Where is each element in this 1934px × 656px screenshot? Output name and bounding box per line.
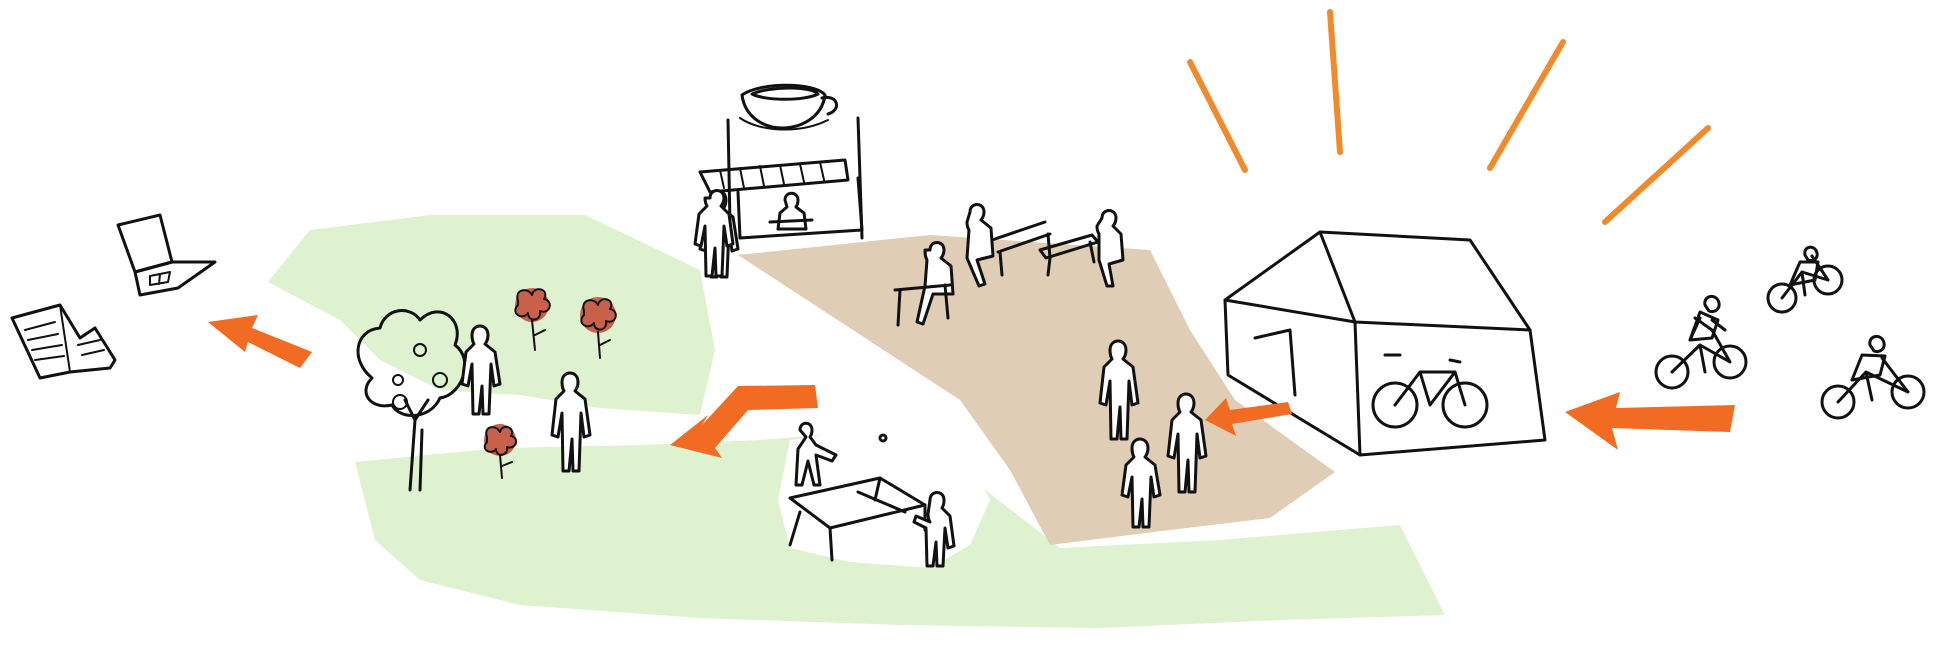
cyclist-icon (1822, 336, 1924, 418)
laptop-icon (118, 215, 215, 295)
cyclist-icon (1768, 247, 1842, 312)
bicycle-icon (1373, 355, 1487, 427)
open-book-icon (12, 305, 115, 378)
arrow-icon (208, 315, 312, 368)
bike-shelter-icon (1225, 232, 1545, 455)
cyclist-icon (1656, 296, 1746, 388)
coffee-cup-icon (740, 85, 837, 129)
arrow-icon (1565, 392, 1735, 450)
sun-rays (1190, 12, 1708, 222)
cyclists (1656, 247, 1924, 418)
ground-areas (268, 215, 1445, 628)
